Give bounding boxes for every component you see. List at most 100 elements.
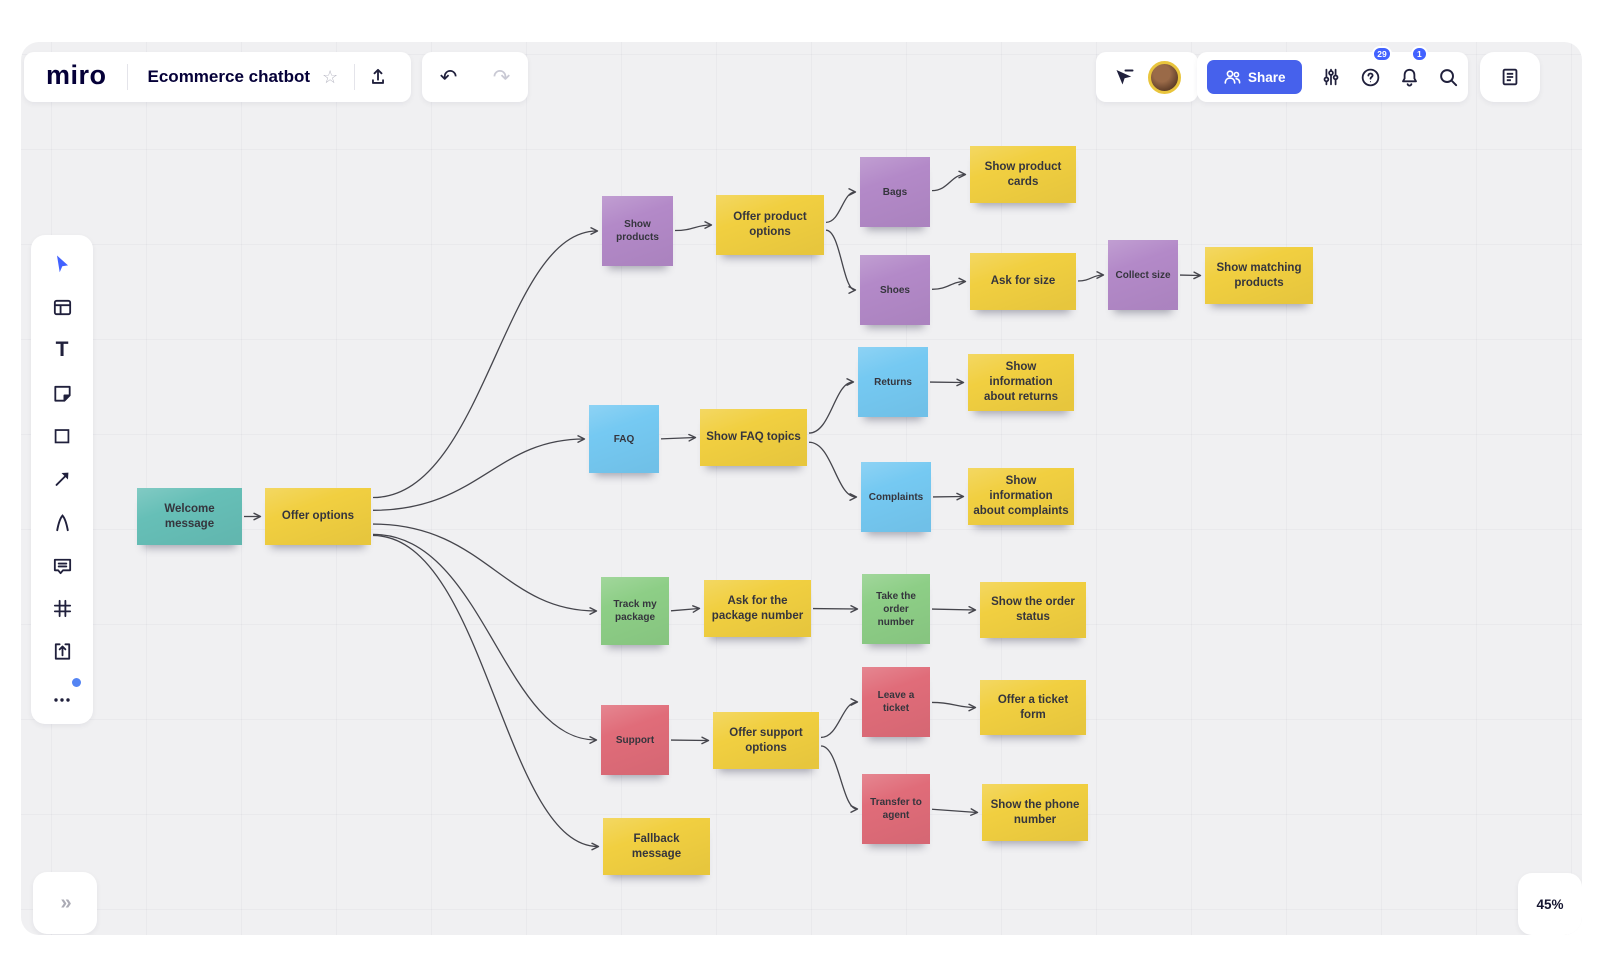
square-shape-icon xyxy=(54,429,70,444)
connector-offer-support-options-to-leave-ticket xyxy=(820,698,859,739)
sticky-note-leave-ticket[interactable]: Leave a ticket xyxy=(862,667,930,737)
sticky-note-shoes[interactable]: Shoes xyxy=(860,255,930,325)
sticky-note-show-phone-number[interactable]: Show the phone number xyxy=(982,784,1088,841)
export-button[interactable] xyxy=(355,52,401,102)
connector-shoes-to-ask-for-size xyxy=(931,277,967,290)
tool-sticky-note[interactable] xyxy=(41,374,83,412)
sticky-note-returns[interactable]: Returns xyxy=(858,347,928,417)
tool-select[interactable] xyxy=(41,245,83,283)
sticky-note-collect-size[interactable]: Collect size xyxy=(1108,240,1178,310)
sticky-note-label: Show the order status xyxy=(980,582,1086,638)
sticky-note-label: Collect size xyxy=(1108,240,1178,310)
connector-show-products-to-offer-product-options xyxy=(674,221,713,232)
whiteboard-canvas[interactable]: Welcome message Offer options Show product… xyxy=(21,42,1582,935)
bell-icon xyxy=(1401,68,1417,87)
redo-button[interactable]: ↷ xyxy=(479,52,525,102)
connector-show-faq-topics-to-returns xyxy=(808,378,855,434)
sticky-note-label: Returns xyxy=(858,347,928,417)
sticky-note-transfer-agent[interactable]: Transfer to agent xyxy=(862,774,930,844)
settings-button[interactable] xyxy=(1312,52,1351,102)
search-button[interactable] xyxy=(1429,52,1468,102)
follow-cursor-button[interactable] xyxy=(1106,52,1142,102)
sticky-note-support[interactable]: Support xyxy=(601,705,669,775)
share-button-label: Share xyxy=(1248,69,1286,85)
connector-offer-options-to-track-package xyxy=(372,523,598,615)
sticky-note-label: Transfer to agent xyxy=(862,774,930,844)
text-tool-icon: T xyxy=(55,338,69,362)
connector-take-order-number-to-show-order-status xyxy=(931,605,977,614)
frame-icon xyxy=(53,600,71,618)
sticky-note-show-matching-products[interactable]: Show matching products xyxy=(1205,247,1313,304)
sticky-note-track-package[interactable]: Track my package xyxy=(601,577,669,645)
connector-offer-product-options-to-shoes xyxy=(825,229,857,294)
tool-templates[interactable] xyxy=(41,288,83,326)
sticky-note-welcome[interactable]: Welcome message xyxy=(137,488,242,545)
sticky-note-ask-package-number[interactable]: Ask for the package number xyxy=(704,580,811,637)
help-question-icon xyxy=(1361,68,1379,86)
divider xyxy=(354,64,356,90)
share-button[interactable]: Share xyxy=(1207,60,1302,94)
sticky-note-show-product-cards[interactable]: Show product cards xyxy=(970,146,1076,203)
zoom-level: 45% xyxy=(1536,896,1564,912)
favorite-star-icon[interactable]: ☆ xyxy=(322,66,339,87)
notifications-badge: 1 xyxy=(1410,46,1428,62)
sticky-note-offer-product-options[interactable]: Offer product options xyxy=(716,195,824,255)
connector-offer-support-options-to-transfer-agent xyxy=(820,745,859,813)
connector-ask-for-size-to-collect-size xyxy=(1077,271,1105,282)
sticky-note-offer-ticket-form[interactable]: Offer a ticket form xyxy=(980,680,1086,735)
actions-panel: Share 29 1 xyxy=(1197,46,1468,102)
sticky-note-complaints[interactable]: Complaints xyxy=(861,462,931,532)
sticky-note-label: Show the phone number xyxy=(982,784,1088,841)
sticky-note-label: Show product cards xyxy=(970,146,1076,203)
tool-pen[interactable] xyxy=(41,504,83,542)
tool-more[interactable] xyxy=(41,676,83,714)
sticky-note-icon xyxy=(53,385,71,402)
sticky-note-show-order-status[interactable]: Show the order status xyxy=(980,582,1086,638)
notifications-button[interactable]: 1 xyxy=(1390,46,1429,102)
ellipsis-icon xyxy=(54,698,70,702)
tool-comment[interactable] xyxy=(41,547,83,585)
board-notes-button[interactable] xyxy=(1487,52,1533,102)
sticky-note-fallback[interactable]: Fallback message xyxy=(603,818,710,875)
connector-leave-ticket-to-offer-ticket-form xyxy=(931,701,977,712)
tool-frame[interactable] xyxy=(41,590,83,628)
tool-text[interactable]: T xyxy=(41,331,83,369)
sticky-note-show-faq-topics[interactable]: Show FAQ topics xyxy=(700,409,807,466)
tool-upload[interactable] xyxy=(41,633,83,671)
miro-logo[interactable]: miro xyxy=(46,59,107,90)
search-icon xyxy=(1440,68,1458,86)
connector-offer-options-to-support xyxy=(372,533,598,744)
sticky-note-show-info-returns[interactable]: Show information about returns xyxy=(968,354,1074,411)
sticky-note-label: Ask for the package number xyxy=(704,580,811,637)
sticky-note-take-order-number[interactable]: Take the order number xyxy=(862,574,930,644)
sticky-note-label: Leave a ticket xyxy=(862,667,930,737)
expand-panel-button[interactable]: » xyxy=(33,872,97,934)
connector-transfer-agent-to-show-phone-number xyxy=(931,808,979,816)
cursor-icon xyxy=(57,255,68,273)
tool-connection-line[interactable] xyxy=(41,460,83,498)
user-avatar[interactable] xyxy=(1148,60,1181,94)
sticky-note-offer-support-options[interactable]: Offer support options xyxy=(713,712,819,769)
sticky-note-label: Offer support options xyxy=(713,712,819,769)
help-badge: 29 xyxy=(1372,46,1392,62)
sticky-note-show-products[interactable]: Show products xyxy=(602,196,673,266)
comment-bubble-icon xyxy=(53,558,71,575)
help-button[interactable]: 29 xyxy=(1351,46,1392,102)
undo-button[interactable]: ↶ xyxy=(426,52,472,102)
sticky-note-bags[interactable]: Bags xyxy=(860,157,930,227)
redo-icon: ↷ xyxy=(492,65,511,89)
sticky-note-label: Welcome message xyxy=(137,488,242,545)
sticky-note-label: Offer a ticket form xyxy=(980,680,1086,735)
tool-shapes[interactable] xyxy=(41,417,83,455)
sticky-note-faq[interactable]: FAQ xyxy=(589,405,659,473)
board-title[interactable]: Ecommerce chatbot xyxy=(147,67,311,86)
connector-offer-product-options-to-bags xyxy=(825,188,857,224)
arrow-icon xyxy=(55,473,69,487)
sticky-note-show-info-complaints[interactable]: Show information about complaints xyxy=(968,468,1074,525)
sticky-note-ask-for-size[interactable]: Ask for size xyxy=(970,253,1076,310)
board-title-panel: miro Ecommerce chatbot ☆ xyxy=(24,52,411,102)
connector-track-package-to-ask-package-number xyxy=(670,605,701,613)
zoom-level-panel[interactable]: 45% xyxy=(1518,873,1582,935)
pen-icon xyxy=(55,514,69,532)
sticky-note-offer-options[interactable]: Offer options xyxy=(265,488,371,545)
